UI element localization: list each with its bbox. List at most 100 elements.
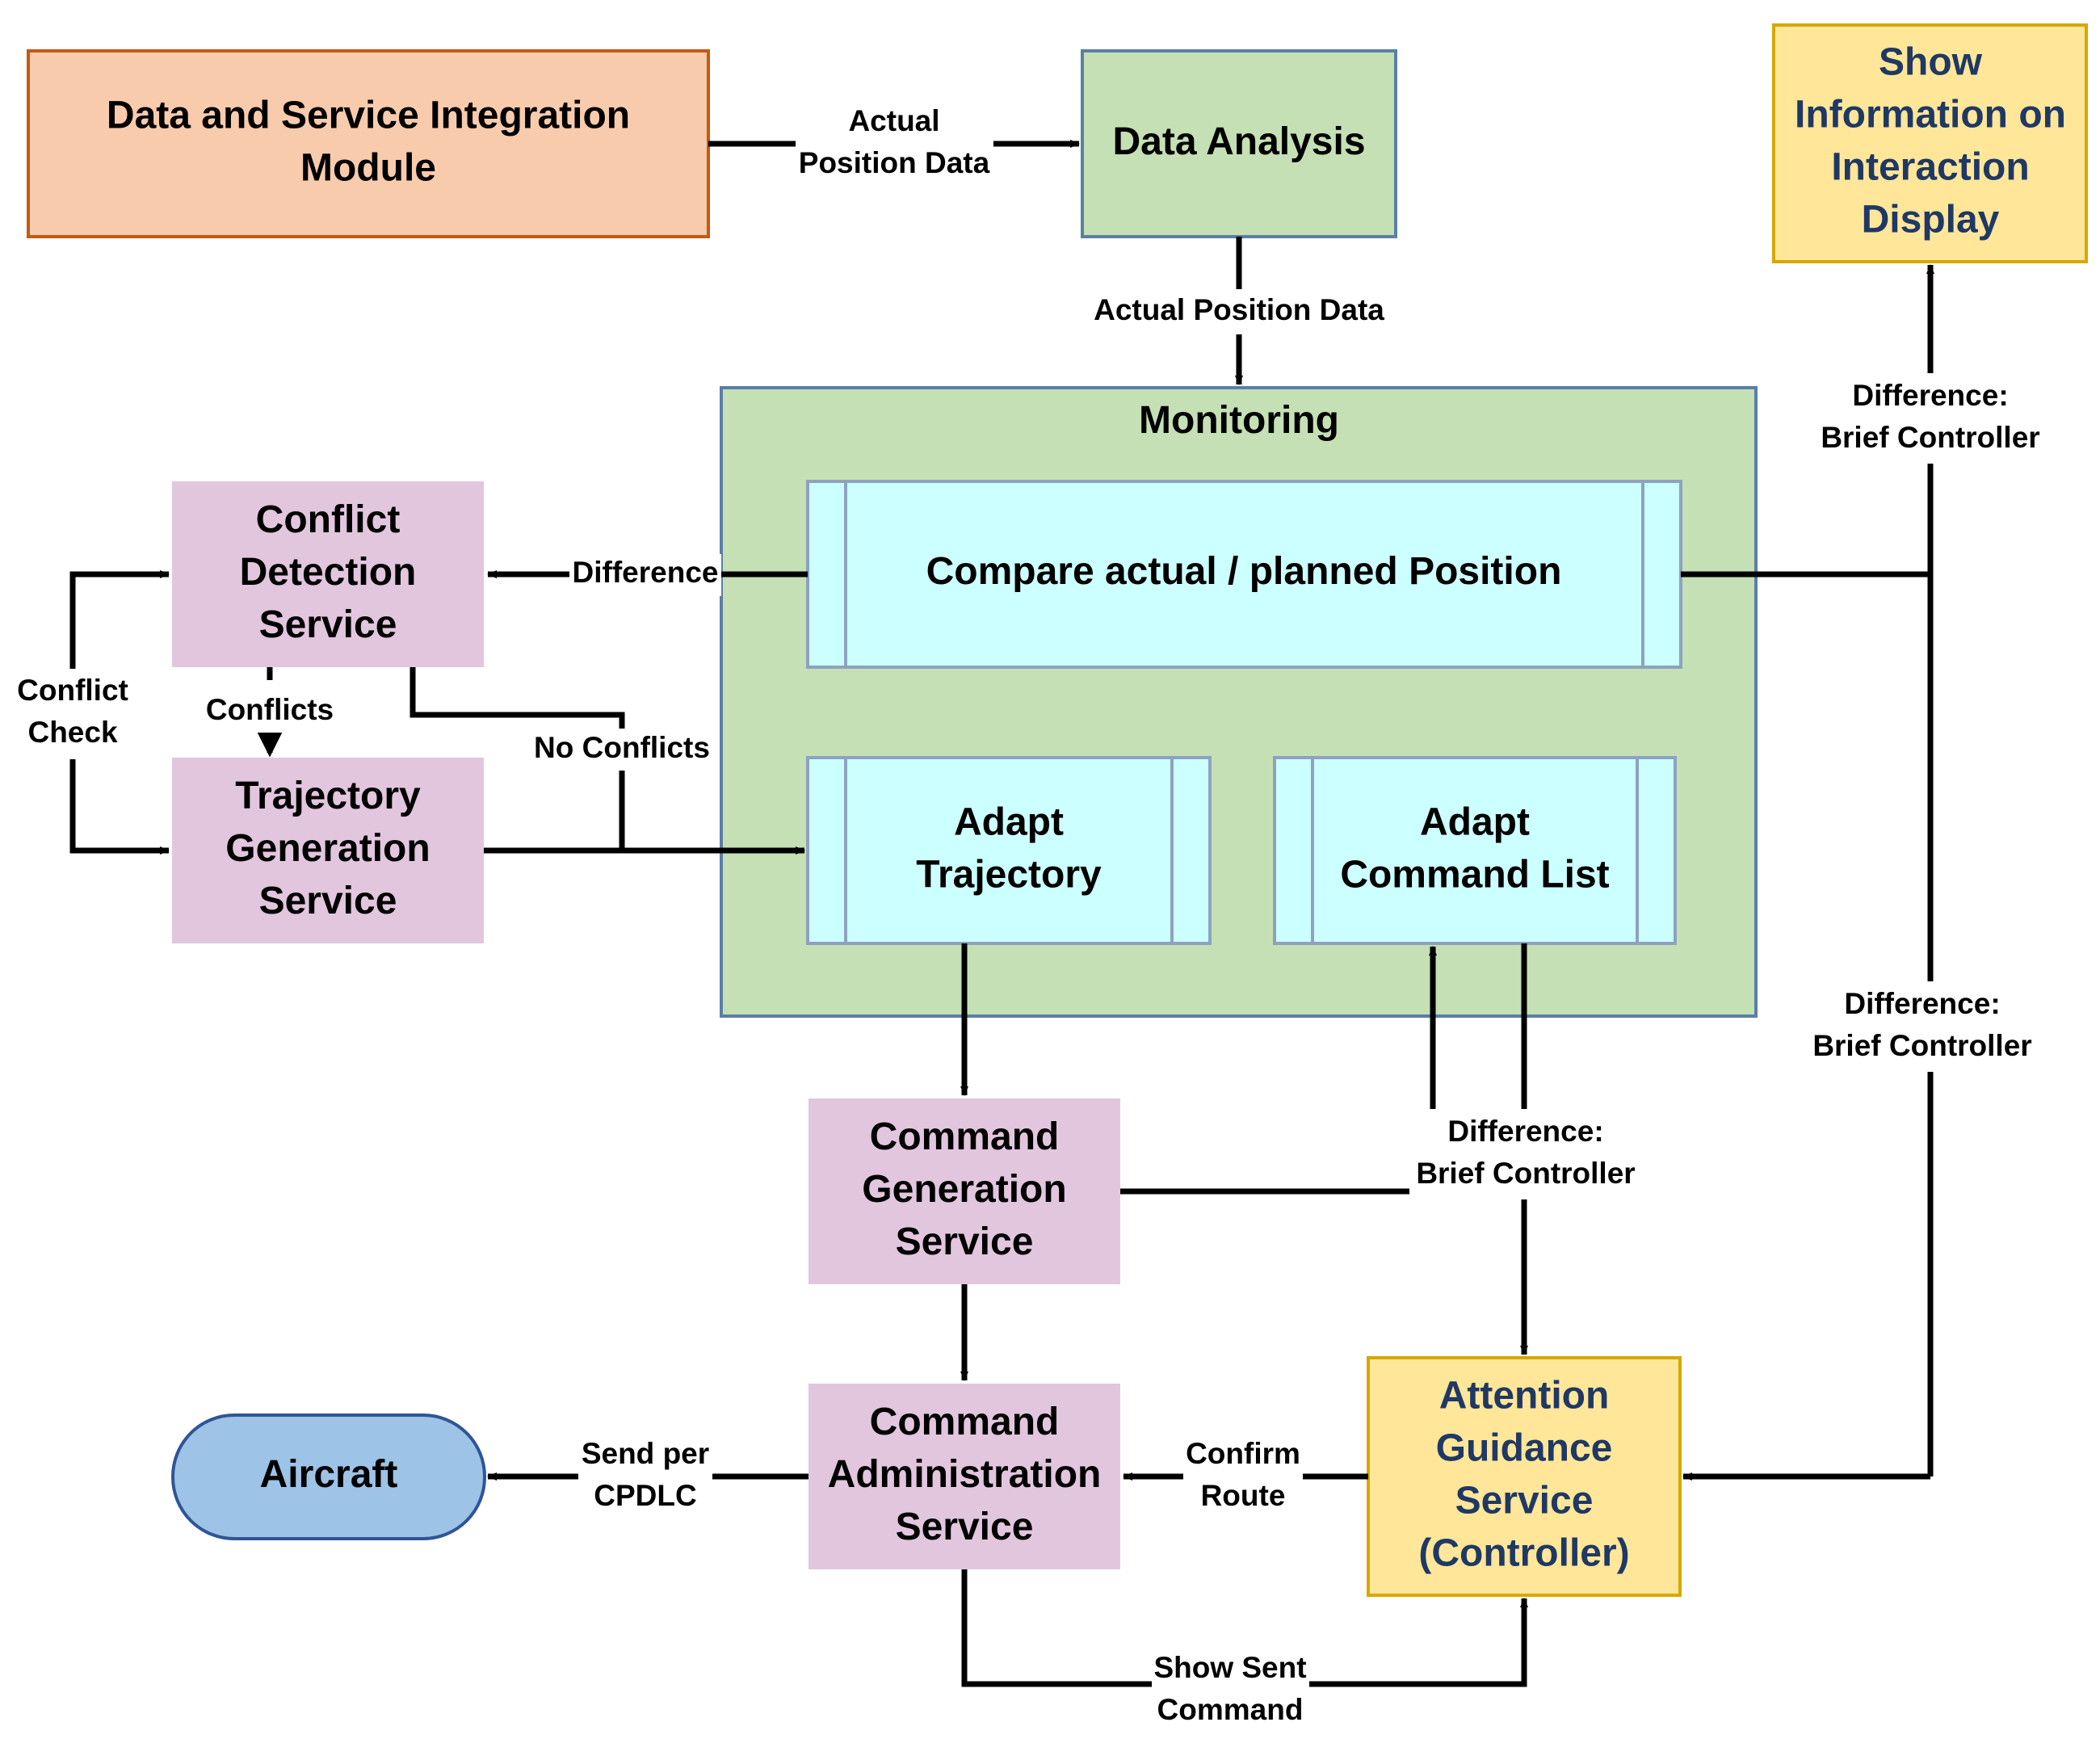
text-line: Service — [259, 603, 397, 646]
label-diff-brief-right: Difference: Brief Controller — [1805, 981, 2048, 1072]
label-difference-left: Difference — [569, 554, 721, 596]
aircraft-label: Aircraft — [260, 1453, 398, 1496]
label-diff-brief-mid: Difference: Brief Controller — [1409, 1109, 1645, 1199]
text-line: Brief Controller — [1416, 1157, 1635, 1190]
text-line: Check — [27, 716, 117, 749]
text-line: Brief Controller — [1821, 421, 2039, 454]
text-line: (Controller) — [1418, 1531, 1629, 1574]
label-diff-brief-top-text: Difference: Brief Controller — [1821, 379, 2039, 454]
label-diff-brief-mid-text: Difference: Brief Controller — [1416, 1115, 1635, 1190]
edge-conflict-check-to-trajectory — [69, 759, 170, 855]
text-line: Data Analysis — [1112, 120, 1365, 163]
label-actual-position-2-text: Actual Position Data — [1094, 293, 1384, 326]
text-line: Generation — [862, 1168, 1066, 1211]
label-diff-brief-right-text: Difference: Brief Controller — [1812, 987, 2031, 1062]
label-diff-brief-top: Difference: Brief Controller — [1813, 373, 2048, 464]
label-actual-position-2: Actual Position Data — [1082, 289, 1396, 334]
label-conflicts-text: Conflicts — [206, 693, 334, 726]
text-line: Adapt — [1420, 800, 1530, 843]
label-no-conflicts: No Conflicts — [533, 729, 712, 771]
text-line: Trajectory — [235, 775, 421, 817]
text-line: Command — [870, 1401, 1060, 1443]
label-conflicts: Conflicts — [204, 691, 337, 733]
text-line: Guidance — [1436, 1426, 1613, 1469]
text-line: Position Data — [799, 146, 990, 179]
text-line: Command — [1157, 1693, 1304, 1726]
text-line: Brief Controller — [1812, 1029, 2031, 1062]
text-line: Difference — [573, 556, 719, 589]
text-line: Interaction — [1831, 145, 2029, 188]
text-line: Actual Position Data — [1094, 293, 1384, 326]
text-line: Module — [300, 146, 436, 189]
compare-position-box: Compare actual / planned Position — [806, 480, 1682, 669]
label-no-conflicts-text: No Conflicts — [534, 731, 710, 764]
text-line: Display — [1862, 198, 2000, 241]
aircraft-terminal: Aircraft — [171, 1413, 486, 1540]
data-analysis-box: Data Analysis — [1081, 49, 1397, 238]
text-line: Detection — [240, 551, 417, 594]
text-line: Aircraft — [260, 1453, 398, 1496]
text-line: Trajectory — [916, 853, 1102, 896]
edge-no-conflicts — [410, 667, 625, 851]
text-line: Difference: — [1844, 987, 2000, 1020]
text-line: No Conflicts — [534, 731, 710, 764]
text-line: Confirm — [1186, 1437, 1300, 1470]
label-difference-left-text: Difference — [573, 556, 719, 589]
text-line: Service — [1455, 1479, 1594, 1522]
text-line: Show — [1879, 40, 1983, 83]
text-line: Conflicts — [206, 693, 334, 726]
text-line: Conflict — [17, 674, 128, 707]
text-line: Difference: — [1852, 379, 2008, 412]
text-line: Conflict — [256, 498, 401, 541]
text-line: Attention — [1439, 1374, 1610, 1417]
text-line: Compare actual / planned Position — [926, 550, 1562, 593]
text-line: CPDLC — [594, 1479, 696, 1512]
data-analysis-label: Data Analysis — [1112, 120, 1365, 163]
text-line: Information on — [1795, 93, 2066, 136]
text-line: Show Sent — [1153, 1651, 1306, 1684]
compare-position-label: Compare actual / planned Position — [926, 550, 1562, 593]
text-line: Data and Service Integration — [107, 94, 630, 137]
text-line: Actual — [848, 104, 939, 137]
text-line: Service — [896, 1506, 1034, 1548]
text-line: Service — [259, 880, 397, 922]
monitoring-title: Monitoring — [1139, 399, 1339, 442]
text-line: Monitoring — [1139, 399, 1339, 442]
text-line: Command — [870, 1115, 1060, 1158]
text-line: Send per — [582, 1437, 709, 1470]
text-line: Command List — [1340, 853, 1609, 896]
text-line: Generation — [225, 827, 430, 870]
text-line: Administration — [828, 1453, 1102, 1496]
text-line: Difference: — [1447, 1115, 1603, 1148]
